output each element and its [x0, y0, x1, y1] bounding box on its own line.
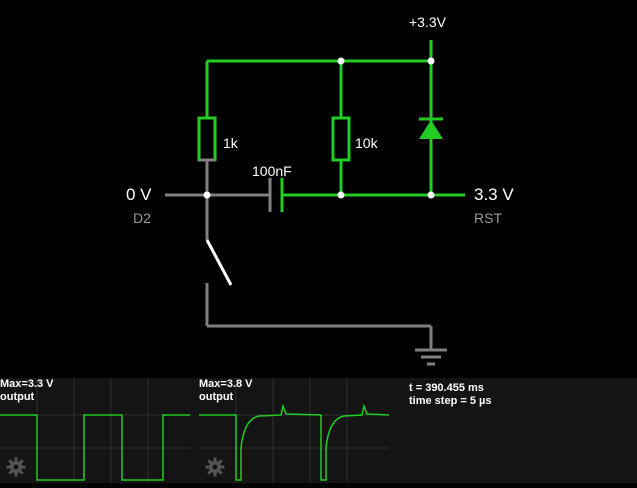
- simulation-time: t = 390.455 ms: [409, 382, 484, 394]
- scope-2-plot: [199, 378, 390, 483]
- resistor-10k[interactable]: [331, 61, 351, 195]
- ground-wire[interactable]: [207, 324, 433, 350]
- scope-1-max: Max=3.3 V: [0, 378, 54, 390]
- scope-2-output: output: [199, 391, 234, 403]
- circuit-canvas[interactable]: +3.3V 1k 10k 0 V D2 100nF 3.3 V RST: [0, 0, 637, 378]
- capacitor-label: 100nF: [252, 163, 292, 179]
- d2-name: D2: [133, 210, 151, 226]
- scope-1-plot: [0, 378, 190, 483]
- resistor-10k-label: 10k: [355, 135, 379, 151]
- supply-rail[interactable]: [207, 40, 433, 63]
- simulation-timestep: time step = 5 µs: [409, 395, 492, 407]
- resistor-1k[interactable]: [197, 61, 217, 195]
- scope-2-trace: [199, 403, 390, 481]
- supply-label: +3.3V: [409, 14, 447, 30]
- simulation-info: t = 390.455 ms time step = 5 µs: [409, 382, 491, 408]
- diode[interactable]: [419, 61, 443, 195]
- switch[interactable]: [205, 195, 233, 326]
- capacitor[interactable]: [268, 178, 465, 212]
- rst-name: RST: [474, 210, 502, 226]
- gear-icon[interactable]: [205, 457, 225, 477]
- d2-voltage: 0 V: [126, 185, 152, 204]
- ground-symbol: [415, 348, 447, 366]
- scope-panel: Max=3.3 V output: [0, 378, 637, 483]
- junction-dots: [203, 57, 435, 199]
- rst-voltage: 3.3 V: [474, 185, 514, 204]
- scope-1-output: output: [0, 391, 35, 403]
- resistor-1k-label: 1k: [223, 135, 239, 151]
- scope-2-max: Max=3.8 V: [199, 378, 253, 390]
- gear-icon[interactable]: [6, 457, 26, 477]
- scope-1[interactable]: Max=3.3 V output: [0, 378, 190, 483]
- scope-1-trace: [0, 414, 190, 481]
- scope-2[interactable]: Max=3.8 V output: [199, 378, 390, 483]
